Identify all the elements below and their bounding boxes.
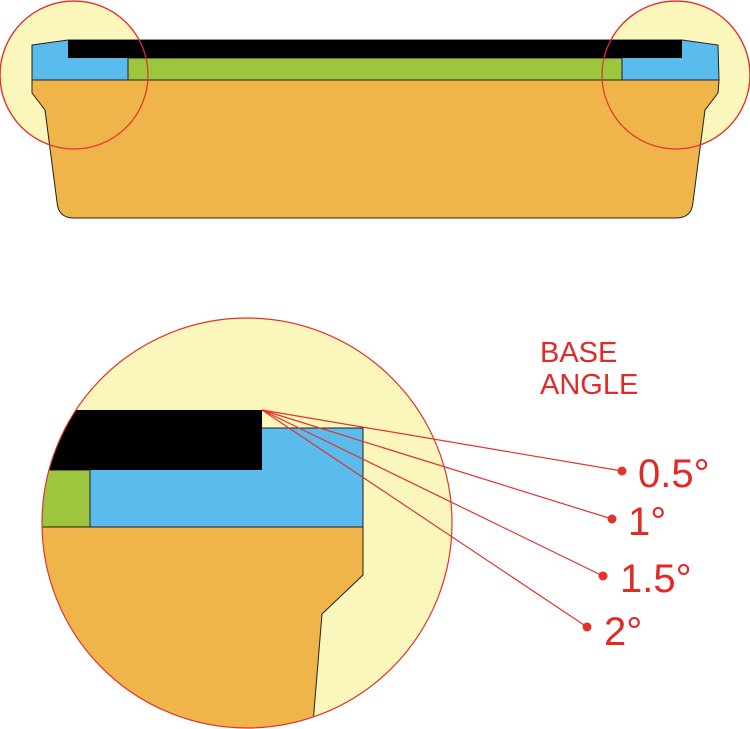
ray-2-deg — [261, 409, 588, 628]
detail-top-plate — [42, 410, 262, 470]
legend-title-line1: BASE — [540, 337, 617, 369]
green-layer — [127, 57, 623, 81]
detail-green-layer — [42, 469, 91, 528]
dot-1-deg — [607, 514, 617, 524]
angle-label-1: 1° — [628, 500, 666, 544]
dot-0-5-deg — [617, 466, 627, 476]
detail-base-body — [42, 526, 364, 728]
legend-title-line2: ANGLE — [540, 369, 638, 401]
angle-rays — [261, 409, 623, 628]
dot-1-5-deg — [598, 571, 608, 581]
angle-label-2: 2° — [604, 610, 642, 654]
magnified-detail: BASE ANGLE 0.5° 1° 1.5° 2° — [41, 317, 710, 729]
ray-1-5-deg — [261, 409, 604, 577]
ray-0-5-deg — [261, 409, 623, 472]
cross-section-overview — [0, 0, 750, 219]
angle-label-1-5: 1.5° — [620, 557, 692, 601]
ray-1-deg — [261, 409, 613, 520]
dot-2-deg — [582, 622, 592, 632]
top-plate — [68, 40, 682, 58]
base-body — [31, 79, 720, 219]
angle-label-0-5: 0.5° — [638, 452, 710, 496]
